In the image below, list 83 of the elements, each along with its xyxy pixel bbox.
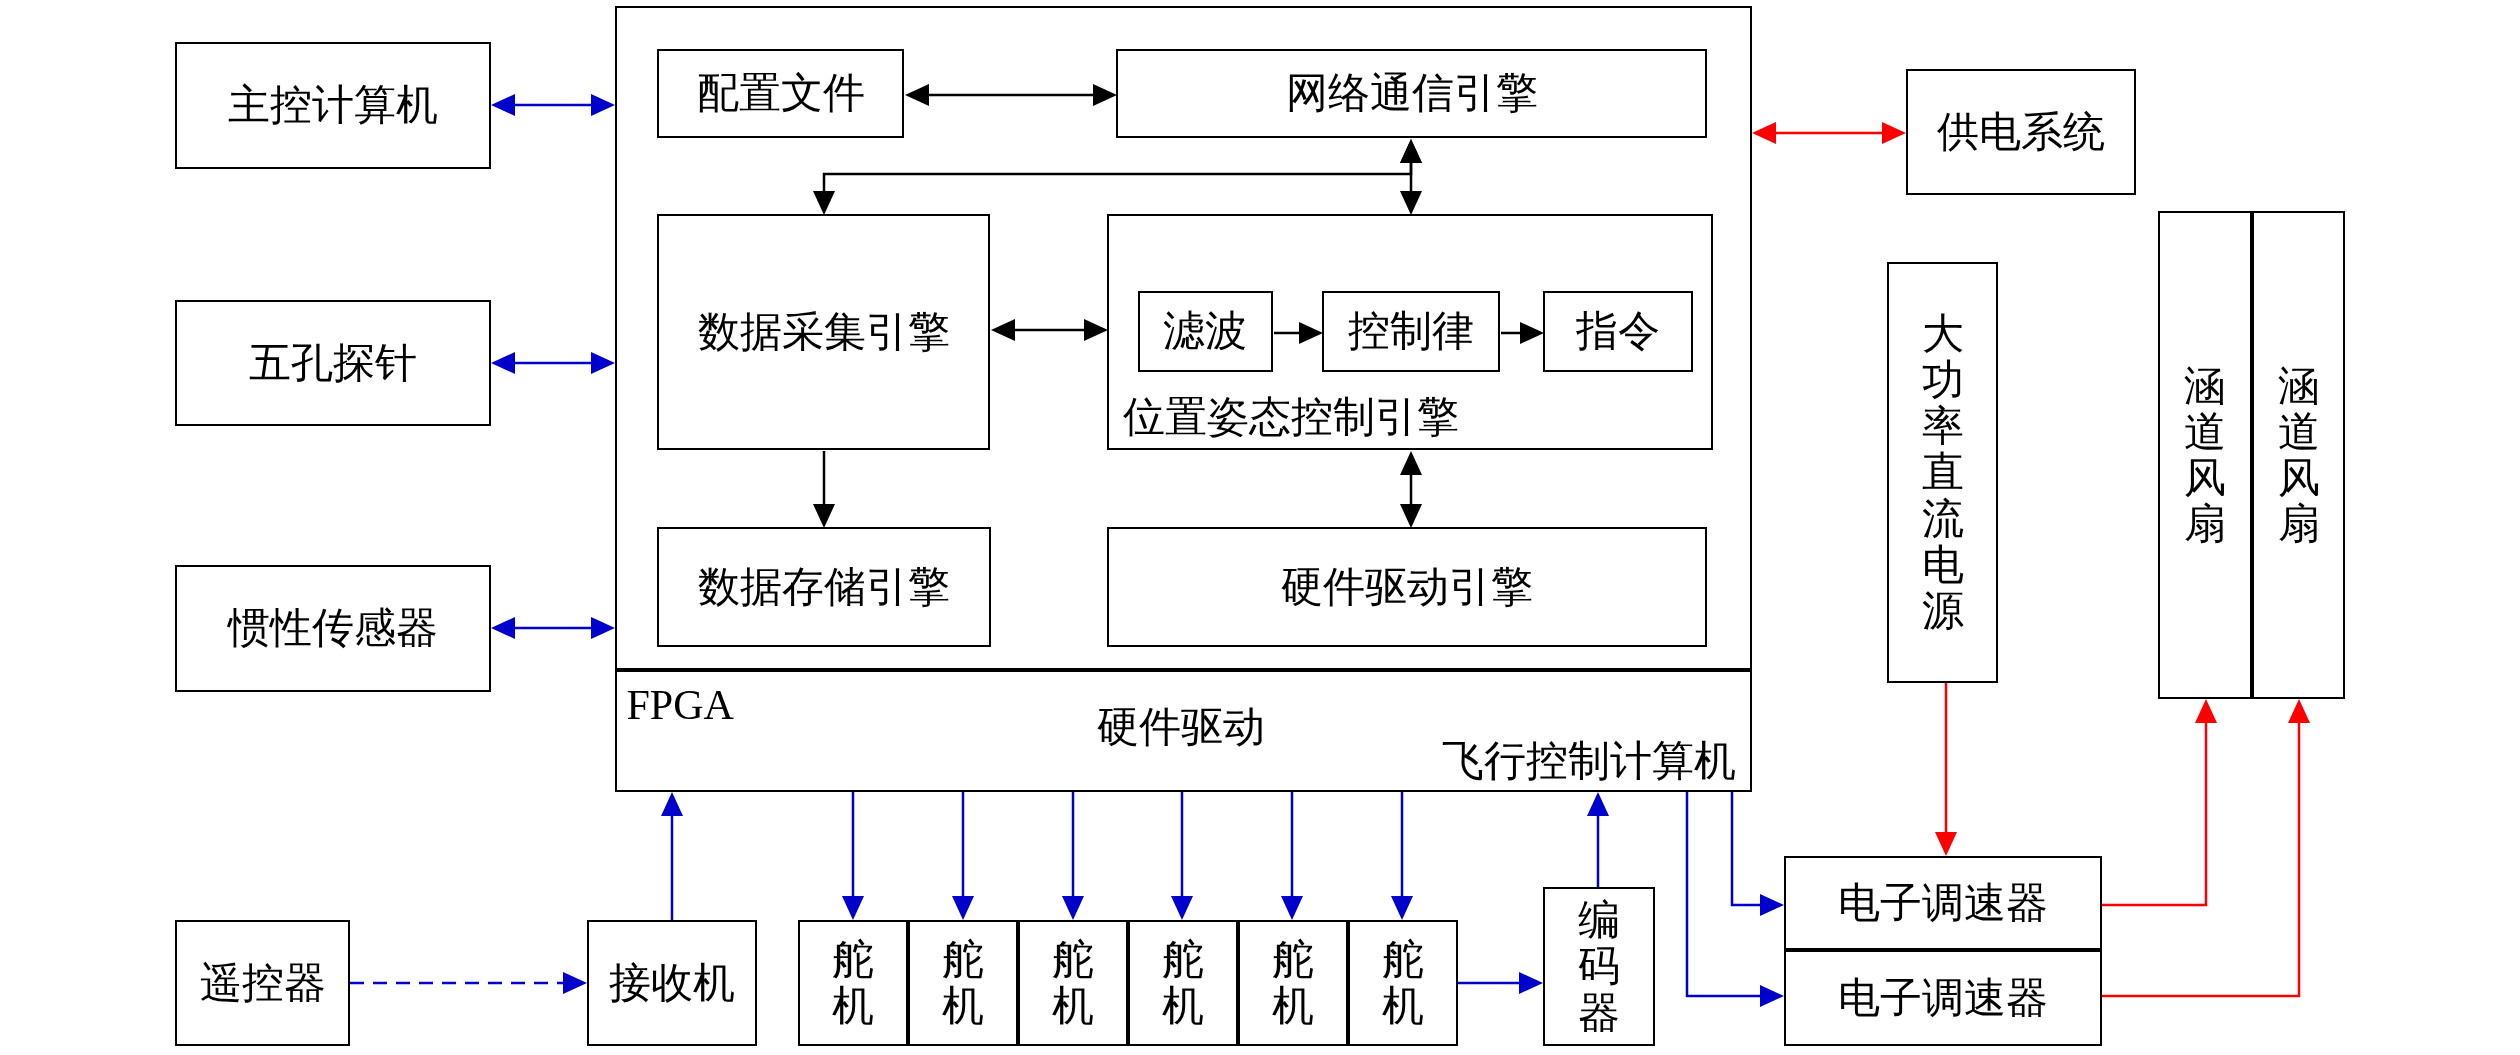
arrow bbox=[1730, 792, 1784, 916]
module-box bbox=[1116, 49, 1707, 138]
arrow bbox=[1062, 792, 1084, 920]
dashed-arrow bbox=[350, 972, 587, 994]
device-box bbox=[1784, 856, 2102, 950]
step-box bbox=[1137, 290, 1273, 372]
module-box bbox=[657, 527, 991, 647]
device-box bbox=[1784, 950, 2102, 1046]
double-arrow bbox=[491, 352, 615, 374]
section-title: FPGA bbox=[626, 680, 734, 730]
module-box bbox=[1107, 527, 1707, 647]
device-box bbox=[1887, 262, 1998, 683]
box-label: 网络通信引擎 bbox=[1285, 69, 1538, 119]
step-box bbox=[1542, 290, 1693, 372]
servo-box bbox=[1018, 920, 1128, 1046]
arrow bbox=[1685, 792, 1784, 1007]
arrow bbox=[952, 792, 974, 920]
vertical-label: 大功率直流电源 bbox=[1921, 310, 1964, 635]
vertical-label: 舵机 bbox=[1382, 936, 1424, 1030]
arrow bbox=[2102, 699, 2217, 907]
vertical-label: 涵道风扇 bbox=[2184, 362, 2226, 548]
arrow bbox=[813, 451, 835, 528]
box-label: 电子调速器 bbox=[1838, 878, 2048, 928]
double-arrow bbox=[1400, 451, 1422, 528]
arrow bbox=[1274, 322, 1323, 344]
step-box bbox=[1321, 290, 1500, 372]
module-box bbox=[657, 49, 904, 138]
servo-box bbox=[1238, 920, 1348, 1046]
double-arrow bbox=[1752, 122, 1906, 144]
fan-box bbox=[2252, 211, 2345, 699]
device-box bbox=[175, 920, 350, 1046]
device-box bbox=[587, 920, 757, 1046]
box-label: 位置姿态控制引擎 bbox=[1123, 393, 1459, 442]
servo-box bbox=[798, 920, 908, 1046]
box-label: 数据采集引擎 bbox=[697, 307, 950, 357]
box-label: 硬件驱动 bbox=[1096, 702, 1265, 752]
vertical-label: 涵道风扇 bbox=[2277, 362, 2320, 548]
arrow bbox=[1171, 792, 1193, 920]
double-arrow bbox=[491, 94, 615, 116]
box-label: 配置文件 bbox=[696, 69, 865, 119]
arrow bbox=[1391, 792, 1413, 920]
box-label: 遥控器 bbox=[199, 958, 326, 1008]
vertical-label: 编码器 bbox=[1578, 897, 1620, 1036]
box-label: 滤波 bbox=[1163, 306, 1247, 356]
vertical-label: 舵机 bbox=[1052, 936, 1094, 1030]
arrow bbox=[1935, 683, 1957, 856]
vertical-label: 舵机 bbox=[832, 936, 874, 1030]
box-label: 供电系统 bbox=[1937, 107, 2105, 157]
double-arrow bbox=[905, 84, 1117, 106]
servo-box bbox=[908, 920, 1018, 1046]
arrow bbox=[1458, 972, 1543, 994]
module-box bbox=[1107, 214, 1713, 450]
arrow bbox=[2102, 699, 2310, 998]
double-arrow bbox=[813, 139, 1422, 215]
box-label: 数据存储引擎 bbox=[698, 562, 950, 612]
module-box bbox=[657, 214, 990, 450]
fan-box bbox=[2158, 211, 2252, 699]
device-box bbox=[175, 565, 491, 692]
arrow bbox=[1501, 322, 1544, 344]
double-arrow bbox=[991, 319, 1108, 341]
box-label: 惯性传感器 bbox=[228, 604, 438, 654]
box-label: 五孔探针 bbox=[249, 338, 417, 388]
vertical-label: 舵机 bbox=[1272, 936, 1314, 1030]
servo-box bbox=[1348, 920, 1458, 1046]
box-label: 电子调速器 bbox=[1838, 973, 2048, 1023]
frame-title: 飞行控制计算机 bbox=[1441, 736, 1736, 786]
double-arrow bbox=[491, 617, 615, 639]
servo-box bbox=[1128, 920, 1238, 1046]
arrow bbox=[842, 792, 864, 920]
device-box bbox=[1906, 69, 2136, 195]
arrow bbox=[1587, 792, 1609, 887]
arrow bbox=[1281, 792, 1303, 920]
encoder-box bbox=[1543, 887, 1655, 1046]
box-label: 主控计算机 bbox=[228, 81, 438, 131]
device-box bbox=[175, 300, 491, 426]
box-label: 硬件驱动引擎 bbox=[1281, 562, 1533, 612]
arrow bbox=[661, 792, 683, 920]
vertical-label: 舵机 bbox=[942, 936, 984, 1030]
box-label: 接收机 bbox=[609, 958, 735, 1008]
box-label: 控制律 bbox=[1347, 306, 1474, 356]
box-label: 指令 bbox=[1575, 306, 1660, 356]
vertical-label: 舵机 bbox=[1162, 936, 1204, 1030]
device-box bbox=[175, 42, 491, 169]
